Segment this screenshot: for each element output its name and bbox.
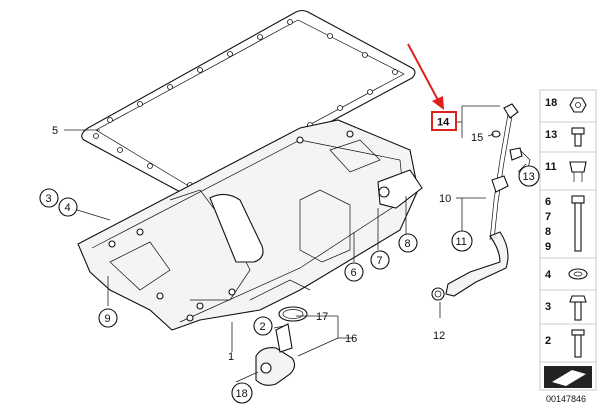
callout-circle-8 — [398, 233, 418, 253]
label-6: 6 — [351, 267, 357, 279]
oil-sensor-assembly — [255, 306, 308, 386]
callout-circle-7 — [370, 250, 390, 270]
label-4: 4 — [65, 202, 71, 214]
label-8: 8 — [405, 238, 411, 250]
callout-circle-6 — [344, 262, 364, 282]
panel-label-9: 9 — [545, 241, 551, 253]
panel-label-4: 4 — [545, 269, 552, 281]
panel-label-3: 3 — [545, 301, 551, 313]
label-1: 1 — [228, 351, 234, 363]
label-13: 13 — [523, 171, 535, 183]
flange-bolt-icon — [569, 295, 587, 303]
label-9: 9 — [105, 313, 111, 325]
bolt-icon — [571, 127, 585, 135]
label-16: 16 — [345, 333, 357, 345]
label-18: 18 — [236, 388, 248, 400]
panel-label-6: 6 — [545, 196, 551, 208]
panel-label-18: 18 — [545, 97, 557, 109]
callout-circle-18 — [231, 382, 253, 404]
panel-label-2: 2 — [545, 335, 551, 347]
highlight-box-14 — [431, 111, 457, 131]
callout-circle-11 — [451, 230, 473, 252]
drawing-code: 00147846 — [546, 394, 586, 404]
callout-circle-3 — [39, 188, 59, 208]
label-3: 3 — [46, 193, 52, 205]
panel-label-8: 8 — [545, 226, 551, 238]
callout-labels: 5 3 4 9 1 2 18 17 16 6 7 8 10 11 12 13 1… — [39, 111, 540, 404]
label-14: 14 — [437, 117, 450, 129]
long-bolt-icon — [571, 195, 585, 204]
oil-pan-gasket — [81, 9, 416, 197]
callout-circle-2 — [253, 316, 273, 336]
label-12: 12 — [433, 330, 445, 342]
parts-panel: 18 13 11 6 7 8 9 4 3 2 — [539, 89, 597, 391]
oil-pan — [77, 119, 423, 331]
panel-label-7: 7 — [545, 211, 551, 223]
nut-icon — [569, 97, 587, 113]
label-2: 2 — [260, 321, 266, 333]
label-7: 7 — [377, 255, 383, 267]
panel-frame — [539, 89, 597, 391]
label-11: 11 — [456, 236, 467, 248]
clip-icon — [569, 161, 587, 173]
callout-circle-4 — [58, 197, 78, 217]
label-10: 10 — [439, 193, 451, 205]
red-arrow-icon — [407, 43, 444, 110]
callout-circle-9 — [98, 308, 118, 328]
leader-lines — [64, 105, 527, 383]
callout-circle-13 — [518, 165, 540, 187]
panel-label-13: 13 — [545, 129, 557, 141]
label-15: 15 — [471, 132, 483, 144]
label-5: 5 — [52, 125, 58, 137]
screw-icon — [571, 329, 585, 336]
dipstick-assembly — [431, 103, 531, 301]
panel-label-11: 11 — [545, 161, 557, 173]
label-17: 17 — [316, 311, 328, 323]
washer-icon — [568, 268, 588, 280]
